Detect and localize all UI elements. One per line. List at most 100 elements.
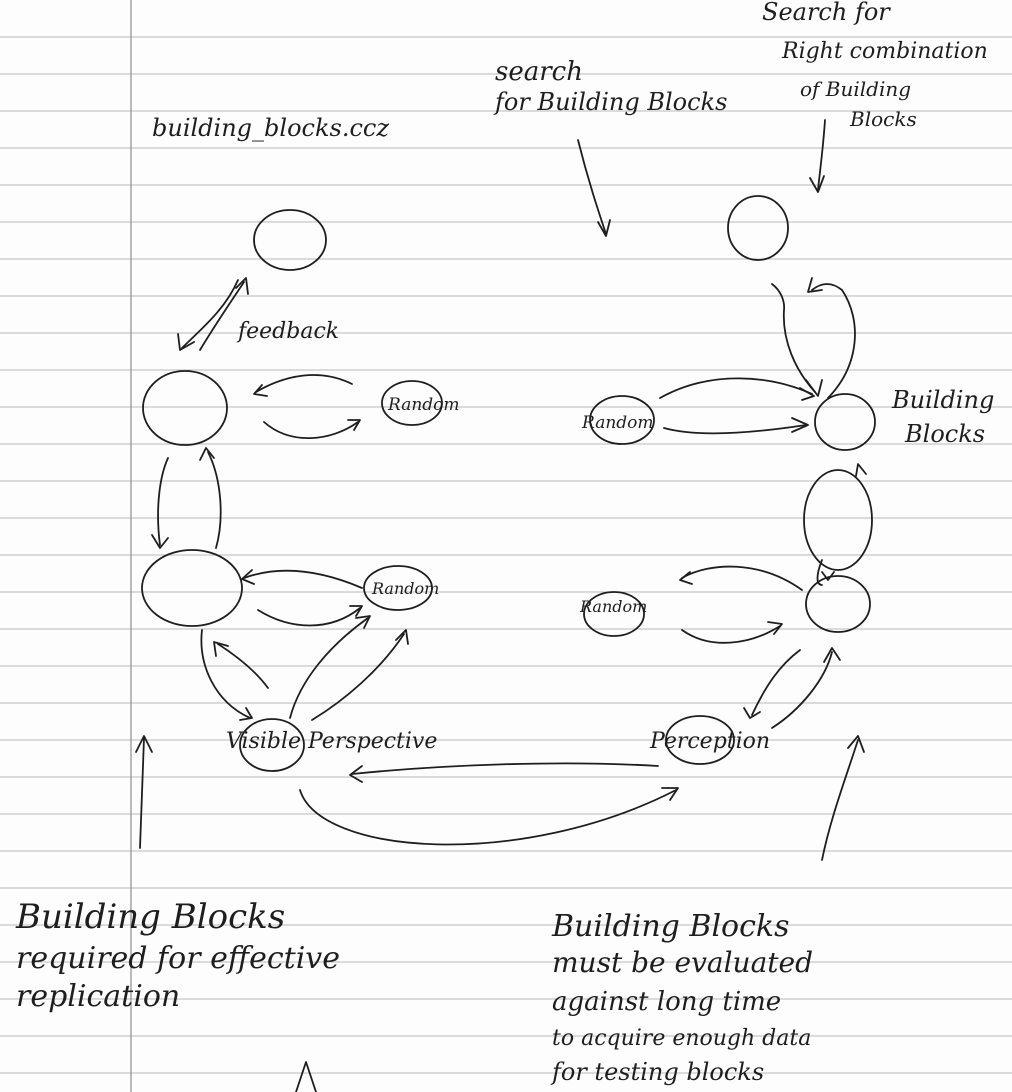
label-visible-perspective: Visible Perspective bbox=[226, 729, 437, 754]
svg-text:Building: Building bbox=[891, 386, 994, 414]
svg-text:to acquire enough data: to acquire enough data bbox=[552, 1026, 811, 1051]
node-mid-left bbox=[141, 549, 243, 627]
node-visible-perspective bbox=[239, 718, 305, 772]
arrowhead bbox=[151, 534, 169, 549]
svg-text:Right combination: Right combination bbox=[781, 39, 988, 64]
svg-text:must be evaluated: must be evaluated bbox=[552, 946, 813, 979]
svg-text:replication: replication bbox=[16, 979, 180, 1014]
arrow-random3-to-bb-top bbox=[659, 377, 813, 399]
arrowhead bbox=[805, 379, 823, 397]
arrow-random3-to-bb bbox=[663, 424, 807, 435]
arrowhead bbox=[809, 175, 825, 193]
arrowhead bbox=[177, 333, 195, 351]
label-perception: Perception bbox=[649, 729, 770, 754]
node-random-3 bbox=[589, 395, 655, 445]
arrowhead bbox=[799, 387, 815, 401]
svg-text:Building Blocks: Building Blocks bbox=[551, 909, 790, 944]
arrowhead bbox=[349, 605, 363, 617]
arrow-mid-to-feedback bbox=[207, 451, 222, 549]
note-right: Building Blocks must be evaluated agains… bbox=[550, 909, 813, 1086]
node-random-2 bbox=[363, 565, 433, 611]
arrow-visible-to-random2-b bbox=[311, 633, 405, 721]
svg-text:for Building Blocks: for Building Blocks bbox=[493, 88, 727, 116]
arrow-perception-to-visible bbox=[351, 762, 659, 775]
svg-text:Blocks: Blocks bbox=[849, 107, 917, 131]
arrowhead bbox=[213, 641, 229, 657]
svg-text:required for effective: required for effective bbox=[16, 941, 340, 976]
arrowhead bbox=[349, 765, 363, 783]
node-random-4 bbox=[583, 591, 645, 637]
node-top-right bbox=[727, 195, 789, 261]
arrowhead bbox=[743, 707, 761, 719]
svg-text:Search for: Search for bbox=[762, 0, 891, 26]
node-building-blocks bbox=[814, 393, 876, 451]
arrowhead bbox=[239, 707, 253, 721]
label-random-1: Random bbox=[387, 395, 460, 415]
arrowhead bbox=[199, 447, 215, 461]
node-top-left bbox=[253, 209, 327, 271]
arrowhead bbox=[241, 569, 255, 585]
arrowhead bbox=[355, 615, 371, 629]
label-search-right-combination: Search for Right combination of Building… bbox=[762, 0, 988, 131]
arrowhead bbox=[823, 647, 841, 663]
arrow-bb-to-top-right bbox=[811, 283, 856, 399]
arrowhead bbox=[767, 621, 783, 635]
arrow-chain-link bbox=[816, 559, 823, 586]
arrow-visible-to-perception bbox=[299, 789, 677, 846]
note-left: Building Blocks required for effective r… bbox=[15, 897, 340, 1014]
label-random-4: Random bbox=[579, 597, 647, 616]
label-random-2: Random bbox=[371, 579, 439, 598]
arrow-chain-to-random4 bbox=[681, 565, 803, 591]
arrow-top-right-to-bb bbox=[771, 283, 816, 393]
arrowhead bbox=[847, 735, 865, 753]
arrow-perception-to-chain bbox=[771, 651, 833, 729]
arrowhead bbox=[235, 277, 249, 295]
node-chain-mid bbox=[805, 575, 871, 633]
arrow-top-to-feedback bbox=[181, 279, 239, 349]
arrow-feedback-to-random1 bbox=[263, 421, 359, 439]
svg-text:Blocks: Blocks bbox=[904, 420, 985, 448]
arrow-mid-to-random2 bbox=[257, 607, 361, 627]
arrowhead bbox=[253, 384, 268, 397]
label-feedback: feedback bbox=[236, 319, 339, 344]
label-search-building-blocks: search for Building Blocks bbox=[493, 57, 727, 116]
arrow-bottom-partial bbox=[295, 1061, 317, 1092]
arrowhead bbox=[597, 219, 611, 237]
arrowhead bbox=[661, 787, 679, 801]
arrowhead bbox=[855, 463, 867, 477]
arrow-random4-to-chain bbox=[681, 625, 781, 644]
svg-text:against long time: against long time bbox=[552, 987, 781, 1017]
label-random-3: Random bbox=[581, 413, 654, 433]
arrowhead bbox=[821, 571, 835, 581]
arrow-right-note-up bbox=[821, 739, 859, 861]
svg-text:of Building: of Building bbox=[800, 77, 911, 101]
arrowhead bbox=[395, 629, 409, 645]
arrow-left-note-up bbox=[139, 737, 145, 849]
arrow-random2-to-mid bbox=[243, 569, 363, 589]
svg-text:Building Blocks: Building Blocks bbox=[15, 897, 285, 937]
arrowhead bbox=[347, 419, 361, 431]
arrow-mid-to-visible bbox=[200, 629, 251, 719]
arrowhead bbox=[135, 735, 153, 753]
arrow-visible-to-random2-a bbox=[289, 617, 369, 719]
arrow-search-down bbox=[577, 139, 607, 235]
svg-text:for testing blocks: for testing blocks bbox=[550, 1058, 764, 1086]
arrowhead bbox=[679, 571, 693, 585]
label-building-blocks: Building Blocks bbox=[891, 386, 994, 448]
header-note: building_blocks.ccz bbox=[152, 114, 389, 142]
arrow-chain-to-perception bbox=[751, 649, 801, 716]
arrowhead bbox=[791, 417, 809, 433]
node-chain-top bbox=[803, 469, 873, 571]
arrow-combination-down bbox=[817, 119, 826, 191]
arrow-random1-to-feedback bbox=[255, 374, 353, 393]
node-feedback bbox=[142, 370, 228, 446]
arrow-feedback-to-top bbox=[199, 281, 245, 351]
arrowhead bbox=[807, 277, 823, 293]
svg-text:search: search bbox=[495, 57, 583, 87]
arrow-feedback-to-mid bbox=[157, 457, 169, 546]
node-perception bbox=[665, 715, 735, 765]
arrow-visible-to-mid bbox=[217, 643, 269, 689]
